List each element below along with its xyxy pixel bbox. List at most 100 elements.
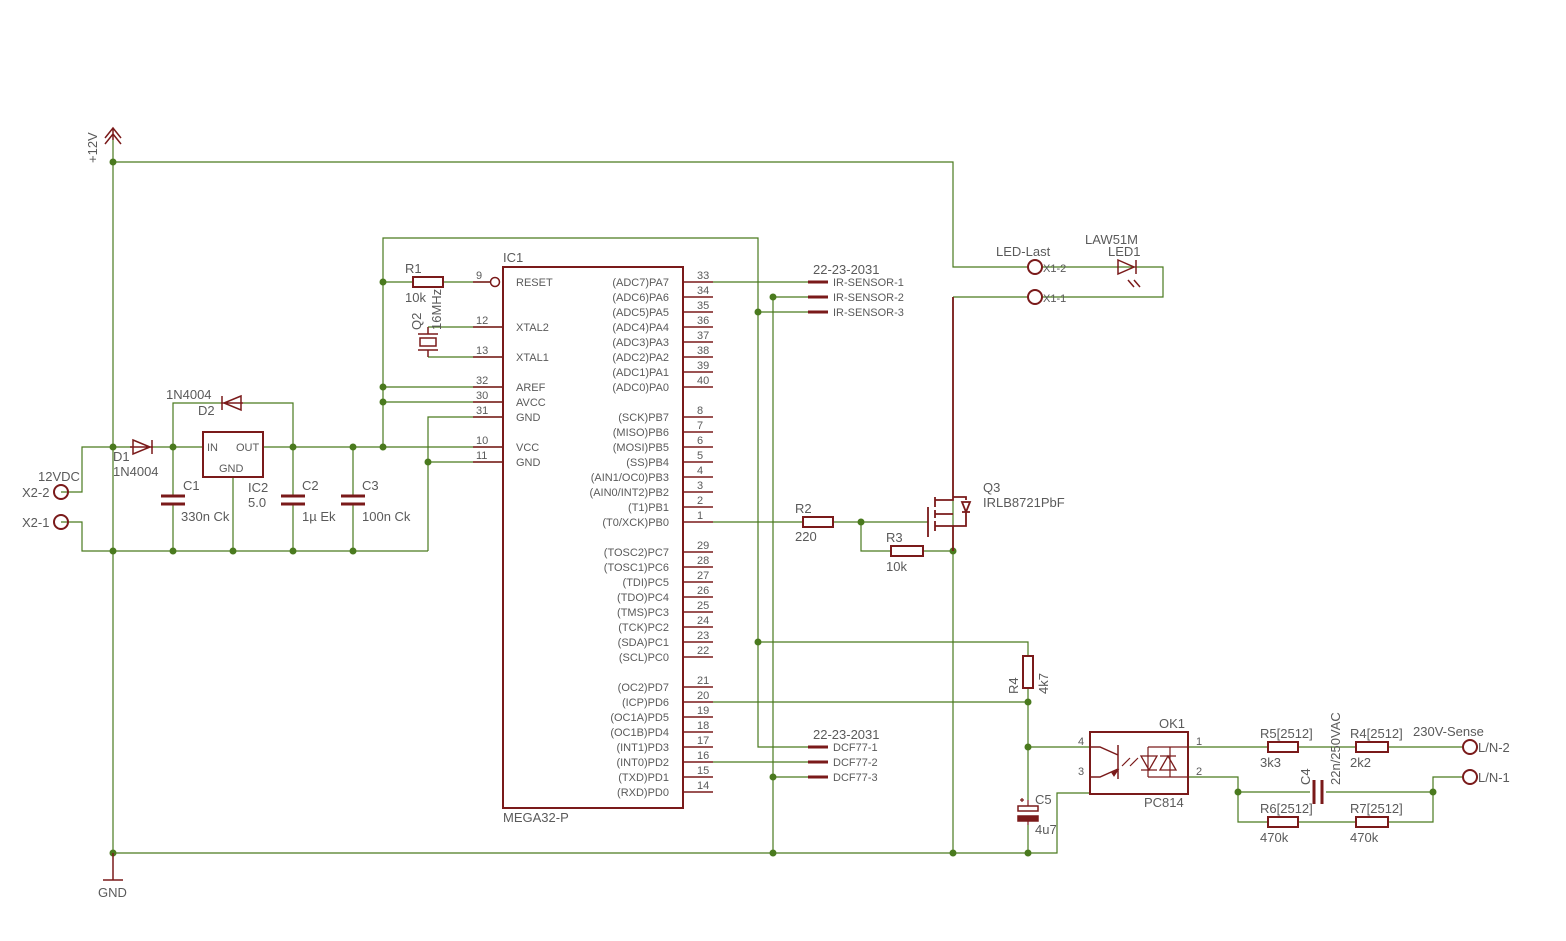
ir-sensor-2: IR-SENSOR-2 — [833, 292, 904, 304]
ic1-pin-number: 26 — [697, 585, 709, 597]
ir-connector — [808, 280, 828, 314]
c3-name: C3 — [362, 478, 379, 493]
ic1-pin-label: (SDA)PC1 — [618, 637, 669, 649]
ic2-name: IC2 — [248, 480, 268, 495]
ic1-pin-20: 20(ICP)PD6 — [622, 690, 713, 709]
ic1-pin-34: 34(ADC6)PA6 — [612, 285, 713, 304]
r4b-value: 2k2 — [1350, 755, 1371, 770]
ic1-pin-39: 39 (ADC1)PA1 — [612, 360, 713, 379]
ic1-pin-label: (SCK)PB7 — [618, 412, 669, 424]
ic1-pin-number: 30 — [476, 390, 488, 402]
ic1-pin-23: 23 (SDA)PC1 — [618, 630, 713, 649]
ic1-pin-number: 17 — [697, 735, 709, 747]
x2-1-label: X2-1 — [22, 515, 49, 530]
r3-resistor — [890, 545, 924, 557]
c5-capacitor — [1017, 798, 1039, 825]
ic1-pin-number: 40 — [697, 375, 709, 387]
ic1-pin-label: (OC2)PD7 — [618, 682, 669, 694]
led1-value: LAW51M — [1085, 232, 1138, 247]
ic1-pin-21: 21(OC2)PD7 — [618, 675, 713, 694]
dcf77-2: DCF77-2 — [833, 757, 878, 769]
ic1-part: MEGA32-P — [503, 810, 569, 825]
x1-1-label: X1-1 — [1043, 293, 1066, 305]
r7-value: 470k — [1350, 830, 1379, 845]
ic1-pin-number: 23 — [697, 630, 709, 642]
d2-name: D2 — [198, 403, 215, 418]
ic1-left-pins: 9RESET12XTAL213XTAL132AREF30AVCC31GND10V… — [473, 270, 553, 469]
wires — [61, 140, 1470, 854]
ic1-pin-number: 7 — [697, 420, 703, 432]
ic1-pin-number: 13 — [476, 345, 488, 357]
led1-diode — [1117, 258, 1141, 288]
gnd-symbol: GND — [98, 853, 127, 900]
ic1-pin-6: 6(MOSI)PB5 — [613, 435, 713, 454]
r1-resistor — [412, 276, 444, 288]
ic1-pin-label: (INT0)PD2 — [616, 757, 669, 769]
input-rating: 12VDC — [38, 469, 80, 484]
ic1-pin-number: 24 — [697, 615, 709, 627]
ic1-pin-label: (ADC3)PA3 — [612, 337, 669, 349]
ic1-pin-16: 16(INT0)PD2 — [616, 750, 713, 769]
ic2-out: OUT — [236, 442, 260, 454]
q2-value: 16MHz — [429, 289, 444, 330]
ic1-pin-number: 31 — [476, 405, 488, 417]
r2-name: R2 — [795, 501, 812, 516]
ic1-pin-label: (SS)PB4 — [626, 457, 669, 469]
ic1-pin-2: 2(T1)PB1 — [628, 495, 713, 514]
dcf-part: 22-23-2031 — [813, 727, 880, 742]
c3-value: 100n Ck — [362, 509, 411, 524]
ic1-pin-number: 22 — [697, 645, 709, 657]
ic1-pin-17: 17 (INT1)PD3 — [616, 735, 713, 754]
ic1-pin-number: 37 — [697, 330, 709, 342]
ic1-pin-number: 39 — [697, 360, 709, 372]
ic1-pin-label: VCC — [516, 442, 539, 454]
ic2-in: IN — [207, 442, 218, 454]
c1-name: C1 — [183, 478, 200, 493]
ic1-pin-label: (T1)PB1 — [628, 502, 669, 514]
d2-diode — [221, 394, 243, 412]
q3-mosfet — [927, 297, 972, 551]
ic2-value: 5.0 — [248, 495, 266, 510]
ok1-value: PC814 — [1144, 795, 1184, 810]
ic1-pin-number: 1 — [697, 510, 703, 522]
dcf-connector — [808, 745, 828, 779]
ic1-pin-7: 7(MISO)PB6 — [613, 420, 713, 439]
ic1-pin-number: 3 — [697, 480, 703, 492]
ic1-pin-number: 15 — [697, 765, 709, 777]
input-connector: 12VDC X2-2 X2-1 — [22, 469, 80, 530]
ok1-pin3: 3 — [1078, 766, 1084, 778]
r4b-name: R4[2512] — [1350, 726, 1403, 741]
r5-value: 3k3 — [1260, 755, 1281, 770]
ic1-pin-8: 8(SCK)PB7 — [618, 405, 713, 424]
ir-sensor-3: IR-SENSOR-3 — [833, 307, 904, 319]
ic1-pin-label: (ADC4)PA4 — [612, 322, 669, 334]
mains-net: 230V-Sense — [1413, 724, 1484, 739]
ic1-pin-number: 20 — [697, 690, 709, 702]
ic2-regulator: IN OUT GND — [202, 431, 264, 478]
ic1-pin-label: (MOSI)PB5 — [613, 442, 669, 454]
ic1-pin-5: 5(SS)PB4 — [626, 450, 713, 469]
ic1-pin-number: 10 — [476, 435, 488, 447]
ic1-pin-number: 25 — [697, 600, 709, 612]
ln1-label: L/N-1 — [1478, 770, 1510, 785]
vcc-label: +12V — [85, 132, 100, 163]
ic1-pin-label: GND — [516, 457, 541, 469]
ic1-pin-35: 35(ADC5)PA5 — [612, 300, 713, 319]
q2-name: Q2 — [409, 313, 424, 330]
ir-sensor-1: IR-SENSOR-1 — [833, 277, 904, 289]
r1-value: 10k — [405, 290, 426, 305]
ic1-pin-label: (ADC1)PA1 — [612, 367, 669, 379]
ic1-pin-number: 9 — [476, 270, 482, 282]
ic1-pin-28: 28(TOSC1)PC6 — [604, 555, 713, 574]
r4-value: 4k7 — [1036, 673, 1051, 694]
ic1-pin-label: (INT1)PD3 — [616, 742, 669, 754]
r4-resistor — [1022, 655, 1034, 689]
r6-value: 470k — [1260, 830, 1289, 845]
ic1-pin-label: (ADC6)PA6 — [612, 292, 669, 304]
ic1-pin-label: RESET — [516, 277, 553, 289]
ok1-optocoupler — [1089, 731, 1189, 795]
ic1-microcontroller — [489, 266, 684, 809]
